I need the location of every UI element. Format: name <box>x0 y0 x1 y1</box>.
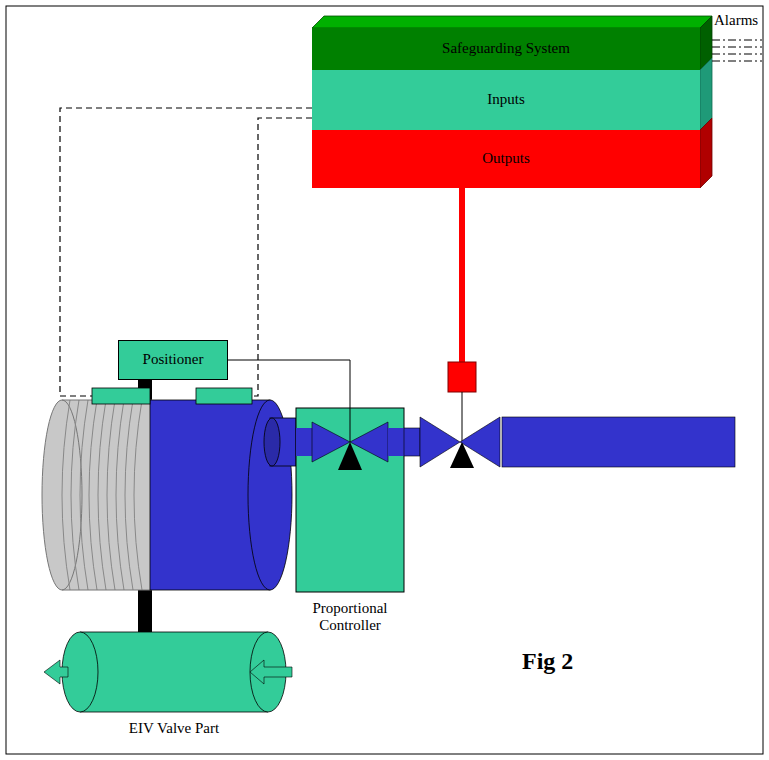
controller-box: Proportional Controller <box>296 408 404 592</box>
positioner-box: Positioner <box>118 340 228 380</box>
signal-line <box>228 360 350 408</box>
sensor <box>196 388 252 404</box>
pipe <box>388 428 404 456</box>
actuator <box>448 362 476 392</box>
box-top-face <box>312 16 712 28</box>
box-side-face <box>700 118 712 188</box>
frame <box>6 6 763 754</box>
node-label: EIV Valve Part <box>104 720 244 737</box>
node-label: Proportional Controller <box>280 600 420 635</box>
sensor-wire <box>252 118 312 396</box>
node-label: Positioner <box>143 351 204 368</box>
alarm-lines <box>712 40 762 61</box>
pipe <box>404 428 420 456</box>
valve-actuator <box>338 442 362 470</box>
valve-part: EIV Valve Part <box>62 632 286 712</box>
output-line <box>459 188 465 362</box>
cylinder <box>150 400 296 590</box>
pipe <box>502 417 735 467</box>
node-label: Outputs <box>482 150 530 167</box>
inputs-band: Inputs <box>312 70 700 130</box>
system-band: Safeguarding System <box>312 28 700 70</box>
outputs-band: Outputs <box>312 130 700 188</box>
figure-number: Fig 2 <box>522 648 573 675</box>
valve-actuator <box>450 442 474 468</box>
controller-body <box>296 408 404 592</box>
pipe <box>296 428 312 456</box>
box-side-face <box>700 58 712 130</box>
sensor <box>92 388 150 404</box>
valve-stem <box>462 392 463 442</box>
sensor-wire <box>60 108 312 396</box>
eiv-cylinder <box>44 632 292 712</box>
node-label: Safeguarding System <box>442 40 570 57</box>
alarms-label: Alarms <box>714 12 758 29</box>
bellows <box>42 400 152 590</box>
signal-line <box>350 408 351 442</box>
node-label: Inputs <box>487 91 525 108</box>
